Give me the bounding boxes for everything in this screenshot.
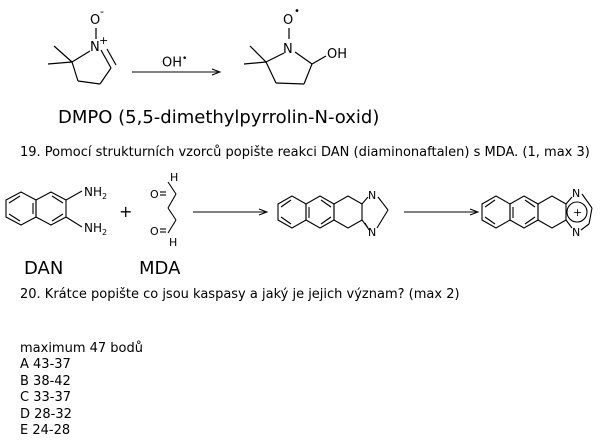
atom-o: O <box>283 13 293 28</box>
grade-d: D 28-32 <box>20 406 72 422</box>
intermediate-structure: N N <box>277 189 389 239</box>
grade-a: A 43-37 <box>20 357 71 373</box>
mda-h-bottom: H <box>169 236 177 249</box>
amine-bottom: NH2 <box>84 221 107 237</box>
dmpo-caption: DMPO (5,5-dimethylpyrrolin-N-oxid) <box>58 107 380 128</box>
product-n-bottom: N <box>572 226 580 239</box>
grade-e: E 24-28 <box>20 423 71 439</box>
mda-structure: H O O H <box>150 171 178 249</box>
aromatic-product-structure: N N + <box>481 187 593 239</box>
radical-dot: • <box>294 6 300 17</box>
reagent-label: OH• <box>162 54 188 71</box>
intermediate-n-bottom: N <box>368 226 376 239</box>
reaction-arrow-2 <box>193 208 269 216</box>
amine-top: NH2 <box>84 185 107 201</box>
plus-sign: + <box>119 202 133 221</box>
reaction-arrow-3 <box>404 208 480 216</box>
question-20: 20. Krátce popište co jsou kaspasy a jak… <box>20 287 460 302</box>
reaction-arrow-1 <box>132 68 222 76</box>
o-charge: - <box>100 5 104 18</box>
atom-n: N <box>283 42 293 57</box>
adduct-structure: O • N OH <box>243 6 347 85</box>
atom-n: N <box>90 40 100 55</box>
dmpo-structure: O - N + <box>47 5 117 85</box>
mda-o-bottom: O <box>150 225 159 238</box>
hydroxyl-group: OH <box>327 47 347 62</box>
label-dan: DAN <box>24 258 64 279</box>
grading-scale: maximum 47 bodů A 43-37 B 38-42 C 33-37 … <box>20 341 143 439</box>
product-charge: + <box>573 206 582 219</box>
label-mda: MDA <box>139 258 181 279</box>
grading-title: maximum 47 bodů <box>20 341 144 356</box>
atom-o: O <box>90 13 100 28</box>
intermediate-n-top: N <box>368 189 376 202</box>
grade-c: C 33-37 <box>20 390 71 406</box>
dan-structure: NH2 NH2 <box>5 185 107 237</box>
product-n-top: N <box>572 187 580 200</box>
mda-h-top: H <box>170 171 178 184</box>
mda-o-top: O <box>150 188 159 201</box>
question-19: 19. Pomocí strukturních vzorců popište r… <box>20 145 590 160</box>
n-charge: + <box>99 34 108 47</box>
grade-b: B 38-42 <box>20 373 71 389</box>
